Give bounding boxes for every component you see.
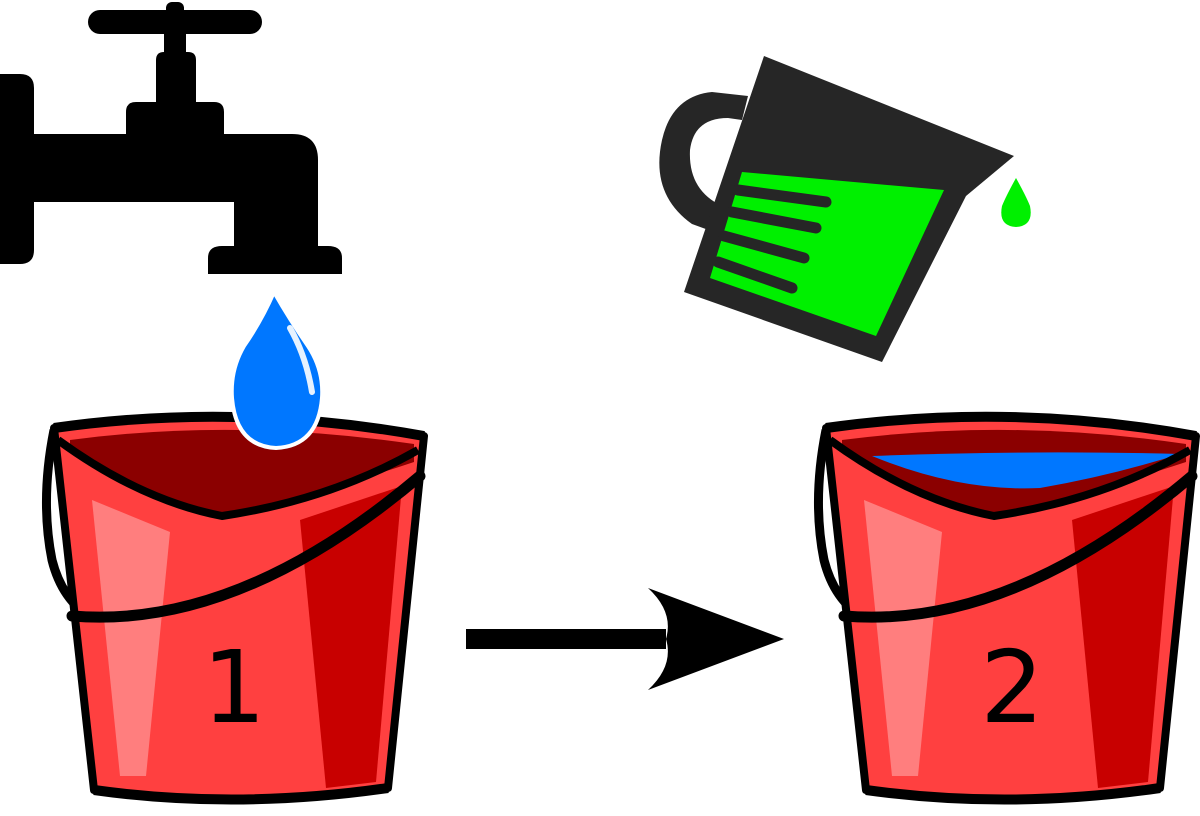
measuring-jug-icon [659, 56, 1014, 362]
green-drop-icon [1001, 178, 1031, 227]
bucket-1 [42, 411, 428, 805]
water-drop-icon [229, 287, 325, 451]
bucket-1-label: 1 [202, 629, 266, 746]
arrow-right-icon [466, 588, 784, 690]
bucket-2-label: 2 [980, 629, 1044, 746]
water-surface [872, 452, 1180, 489]
bucket-2 [814, 411, 1200, 805]
tap-icon [0, 2, 342, 274]
